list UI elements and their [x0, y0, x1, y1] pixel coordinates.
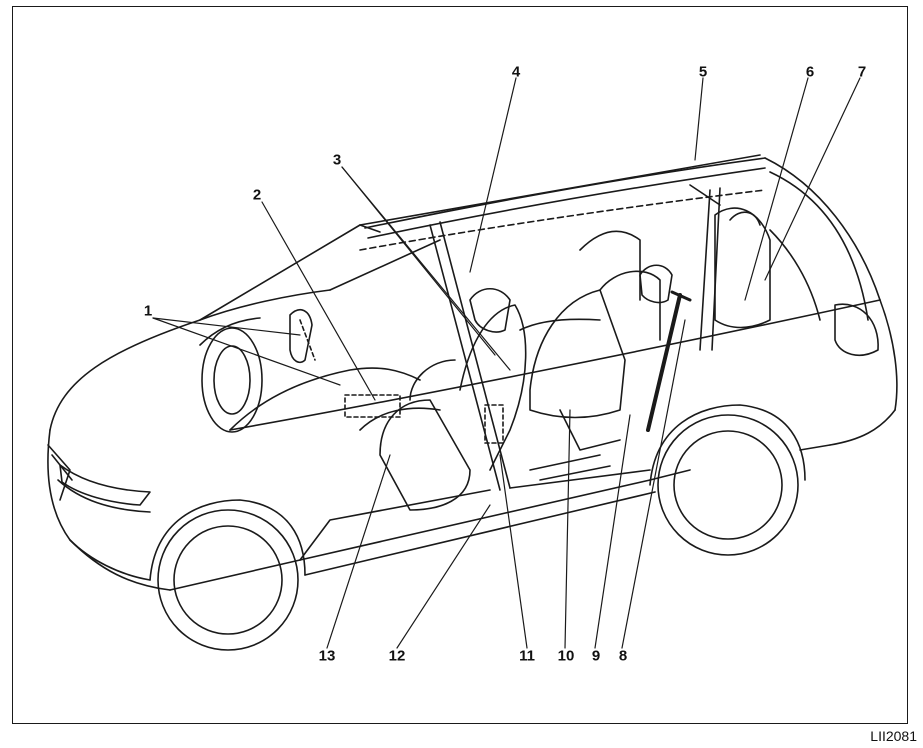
callout-11: 11 [519, 647, 535, 665]
front-wheel [149, 499, 306, 651]
steering-wheel [201, 327, 263, 433]
callout-10: 10 [557, 647, 575, 665]
driver-airbag-module [289, 309, 313, 364]
third-row [689, 184, 821, 329]
callout-6: 6 [805, 63, 815, 81]
curtain-airbag-line [359, 189, 766, 251]
headlight [59, 464, 151, 506]
callout-9: 9 [591, 647, 601, 665]
seat-belt [646, 293, 682, 432]
rear-wheel [649, 404, 806, 556]
rear-headrest [639, 264, 673, 304]
callout-4: 4 [511, 63, 521, 81]
callout-8: 8 [618, 647, 628, 665]
callout-3: 3 [332, 151, 342, 169]
car-body [47, 154, 898, 591]
front-passenger-airbag [344, 394, 401, 418]
callout-5: 5 [698, 63, 708, 81]
figure-frame [12, 6, 908, 724]
callout-12: 12 [388, 647, 406, 665]
dashboard [199, 309, 421, 433]
second-row-seats [519, 230, 673, 451]
callout-13: 13 [318, 647, 336, 665]
rear-lamp [834, 303, 879, 356]
leader-lines [152, 77, 861, 649]
callout-1: 1 [143, 302, 153, 320]
figure-id-label: LII2081 [870, 728, 917, 744]
callout-2: 2 [252, 186, 262, 204]
seat-side-airbag [484, 404, 504, 444]
front-headrest [469, 287, 511, 333]
front-seats [359, 287, 527, 511]
callout-7: 7 [857, 63, 867, 81]
